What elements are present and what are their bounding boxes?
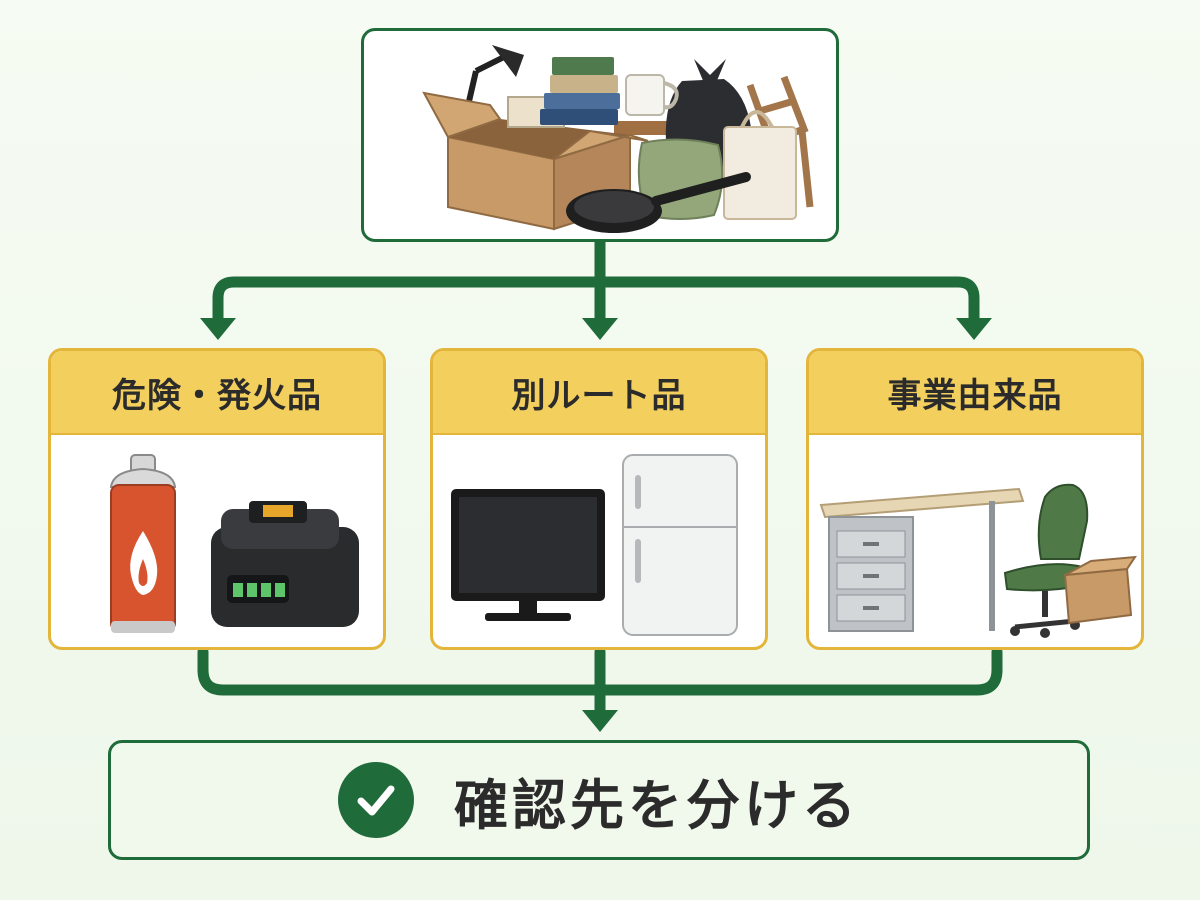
- office-desk-icon: [819, 487, 1025, 632]
- result-label: 確認先を分ける: [454, 773, 860, 837]
- mug-icon: [625, 74, 679, 116]
- books-icon: [540, 57, 620, 125]
- arrow-head-left: [200, 318, 236, 340]
- check-icon: [338, 762, 414, 838]
- category-illustration: [51, 435, 383, 647]
- arrow-head-bottom: [582, 710, 618, 732]
- category-card-hazardous: 危険・発火品: [48, 348, 386, 650]
- mixed-items-box: [361, 28, 839, 242]
- result-box: 確認先を分ける: [108, 740, 1090, 860]
- category-card-business: 事業由来品: [806, 348, 1144, 650]
- category-illustration: [809, 435, 1141, 647]
- arrow-head-right: [956, 318, 992, 340]
- category-title: 危険・発火品: [51, 351, 383, 435]
- connector-top-branch: [212, 276, 980, 324]
- tv-monitor-icon: [451, 489, 605, 621]
- battery-pack-icon: [211, 501, 359, 627]
- category-title: 事業由来品: [809, 351, 1141, 435]
- box-icon: [1063, 555, 1137, 625]
- office-chair-icon: [1003, 483, 1089, 638]
- spray-can-icon: [109, 454, 177, 633]
- category-illustration: [433, 435, 765, 647]
- category-card-separate-route: 別ルート品: [430, 348, 768, 650]
- frying-pan-icon: [566, 172, 751, 233]
- mixed-items-illustration: [422, 45, 814, 233]
- category-title: 別ルート品: [433, 351, 765, 435]
- tote-bag-icon: [723, 110, 797, 220]
- arrow-head-center: [582, 318, 618, 340]
- refrigerator-icon: [622, 454, 738, 636]
